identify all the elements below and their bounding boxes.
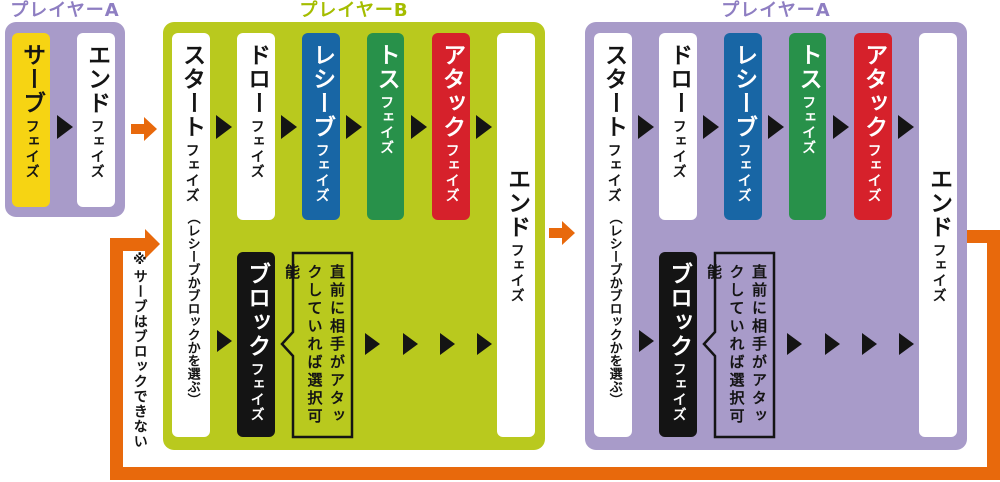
phase-block-label: ブロック (243, 262, 270, 358)
phase-receive-label: レシーブ (308, 43, 335, 139)
phase-end-suffix: フェイズ (930, 243, 947, 303)
flow-arrow-icon (346, 115, 362, 139)
phase-start-note: （レシーブかブロックかを選ぶ） (184, 211, 200, 406)
phase-start-label: スタート (178, 43, 205, 139)
flow-arrow-icon (833, 115, 849, 139)
phase-block-label: ブロック (665, 262, 692, 358)
phase-block-suffix: フェイズ (670, 362, 687, 422)
phase-end: エンドフェイズ (497, 33, 535, 437)
flow-arrow-icon (476, 115, 492, 139)
phase-toss-label: トス (373, 43, 400, 91)
phase-block-suffix: フェイズ (248, 362, 265, 422)
player-b-title: プレイヤーB (299, 0, 409, 21)
flow-arrow-icon (898, 115, 914, 139)
phase-serve-label: サーブ (18, 43, 45, 115)
phase-end-label: エンド (925, 167, 952, 239)
phase-draw-label: ドロー (665, 43, 692, 115)
serve-loop-arrow-left (110, 238, 123, 480)
phase-receive-suffix: フェイズ (735, 143, 752, 203)
phase-toss-suffix: フェイズ (800, 95, 817, 155)
phase-end-label: エンド (503, 167, 530, 239)
turn-pass-arrow-icon (131, 117, 157, 141)
block-callout-text: 直前に相手がアタックしていれば選択可能 (705, 264, 768, 426)
flow-arrow-icon (365, 333, 380, 355)
turn-pass-arrow-icon (549, 221, 575, 245)
phase-draw-suffix: フェイズ (248, 119, 265, 179)
flow-arrow-icon (862, 333, 877, 355)
phase-start: スタートフェイズ （レシーブかブロックかを選ぶ） (172, 33, 210, 437)
flow-arrow-icon (57, 115, 73, 139)
flow-arrow-icon (477, 333, 492, 355)
phase-draw-label: ドロー (243, 43, 270, 115)
serve-loop-arrowhead-icon (145, 229, 160, 259)
phase-end-label: エンド (83, 43, 110, 115)
phase-attack-suffix: フェイズ (443, 143, 460, 203)
serve-loop-arrow-bottom (110, 467, 1000, 480)
phase-start-note: （レシーブかブロックかを選ぶ） (606, 211, 622, 406)
flow-arrow-icon (403, 333, 418, 355)
flow-arrow-icon (703, 115, 719, 139)
phase-receive: レシーブフェイズ (724, 33, 762, 220)
flow-arrow-icon (899, 333, 914, 355)
phase-start-suffix: フェイズ (183, 143, 200, 203)
flow-arrow-icon (217, 330, 232, 352)
phase-serve: サーブフェイズ (12, 33, 50, 207)
phase-toss: トスフェイズ (789, 33, 826, 220)
serve-loop-arrow-top-left (110, 238, 147, 251)
phase-toss: トスフェイズ (367, 33, 404, 220)
flow-arrow-icon (281, 115, 297, 139)
phase-toss-suffix: フェイズ (378, 95, 395, 155)
phase-attack-label: アタック (438, 43, 465, 139)
phase-start-suffix: フェイズ (605, 143, 622, 203)
flow-arrow-icon (639, 330, 654, 352)
serve-footnote: ※サーブはブロックできない (131, 252, 148, 449)
flow-arrow-icon (216, 115, 232, 139)
player-a-serve-panel: サーブフェイズ エンドフェイズ (5, 22, 125, 217)
phase-attack-label: アタック (860, 43, 887, 139)
phase-block: ブロックフェイズ (659, 252, 697, 437)
phase-end-suffix: フェイズ (88, 119, 105, 179)
phase-draw: ドローフェイズ (659, 33, 697, 220)
block-callout-text: 直前に相手がアタックしていれば選択可能 (283, 264, 346, 426)
phase-receive: レシーブフェイズ (302, 33, 340, 220)
phase-block: ブロックフェイズ (237, 252, 275, 437)
block-callout-bubble (702, 251, 776, 439)
phase-receive-label: レシーブ (730, 43, 757, 139)
phase-attack-suffix: フェイズ (865, 143, 882, 203)
phase-serve-suffix: フェイズ (23, 119, 40, 179)
flow-arrow-icon (638, 115, 654, 139)
serve-loop-arrow-right (987, 230, 1000, 480)
phase-attack: アタックフェイズ (432, 33, 470, 220)
player-a-rally-panel: スタートフェイズ （レシーブかブロックかを選ぶ） ドローフェイズ レシーブフェイズ… (585, 22, 967, 450)
player-a-serve-title: プレイヤーA (10, 0, 120, 21)
flow-arrow-icon (825, 333, 840, 355)
phase-start-label: スタート (600, 43, 627, 139)
phase-end-suffix: フェイズ (508, 243, 525, 303)
player-b-panel: スタートフェイズ （レシーブかブロックかを選ぶ） ドローフェイズ レシーブフェイズ… (163, 22, 545, 450)
flow-arrow-icon (440, 333, 455, 355)
phase-end: エンドフェイズ (919, 33, 957, 437)
flow-arrow-icon (768, 115, 784, 139)
player-a-rally-title: プレイヤーA (721, 0, 831, 21)
block-callout-bubble (280, 251, 354, 439)
phase-receive-suffix: フェイズ (313, 143, 330, 203)
flow-arrow-icon (411, 115, 427, 139)
flow-arrow-icon (787, 333, 802, 355)
phase-draw-suffix: フェイズ (670, 119, 687, 179)
phase-attack: アタックフェイズ (854, 33, 892, 220)
phase-toss-label: トス (795, 43, 822, 91)
phase-end: エンドフェイズ (77, 33, 115, 207)
phase-draw: ドローフェイズ (237, 33, 275, 220)
phase-start: スタートフェイズ （レシーブかブロックかを選ぶ） (594, 33, 632, 437)
